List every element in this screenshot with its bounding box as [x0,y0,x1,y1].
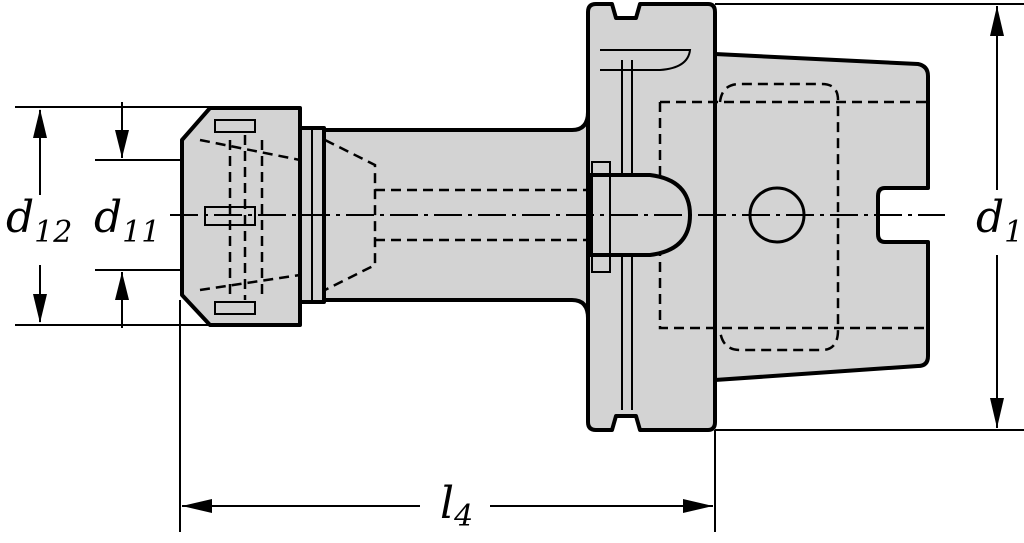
label-d1: d1 [976,192,1023,250]
collet-nut [180,106,302,327]
label-l4: l4 [440,478,473,534]
label-d11: d11 [94,192,160,250]
label-d12: d12 [6,192,72,250]
taper-shank [713,52,930,382]
